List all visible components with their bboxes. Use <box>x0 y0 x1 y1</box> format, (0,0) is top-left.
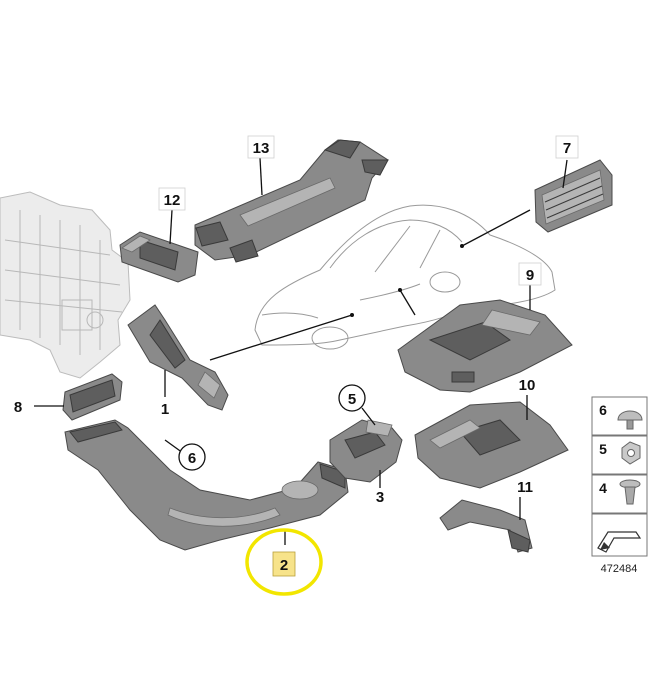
part-label-6[interactable]: 6 <box>178 443 206 471</box>
part-number-2: 2 <box>280 557 288 574</box>
part-7-vent-grille[interactable] <box>534 159 613 233</box>
part-12-small-duct[interactable] <box>119 231 199 283</box>
part-label-10[interactable]: 10 <box>519 377 536 394</box>
hvac-housing-ghost <box>0 191 131 379</box>
expanding-rivet-icon <box>619 479 641 505</box>
part-label-11[interactable]: 11 <box>517 479 533 496</box>
part-number-9: 9 <box>526 267 534 284</box>
part-number-12: 12 <box>164 192 181 209</box>
part-13-center-duct[interactable] <box>194 139 389 263</box>
part-3-bracket[interactable] <box>329 419 403 483</box>
part-label-2[interactable]: 2 <box>245 528 323 596</box>
part-number-3: 3 <box>376 489 384 506</box>
part-label-13[interactable]: 13 <box>247 135 275 159</box>
part-number-11: 11 <box>517 479 533 496</box>
legend-number-4: 4 <box>599 480 607 496</box>
part-8-grille[interactable] <box>62 373 123 421</box>
part-label-5[interactable]: 5 <box>338 384 366 412</box>
part-label-3[interactable]: 3 <box>376 489 384 506</box>
part-number-7: 7 <box>563 140 571 157</box>
part-label-8[interactable]: 8 <box>14 399 22 416</box>
part-label-7[interactable]: 7 <box>555 135 579 159</box>
push-clip-icon <box>617 410 643 430</box>
legend-number-6: 6 <box>599 402 607 418</box>
part-label-1[interactable]: 1 <box>161 401 169 418</box>
part-number-8: 8 <box>14 399 22 416</box>
part-number-10: 10 <box>519 377 536 394</box>
part-label-12[interactable]: 12 <box>158 187 186 211</box>
part-10-bracket-panel[interactable] <box>414 401 569 489</box>
part-number-13: 13 <box>253 140 270 157</box>
arrow-direction-icon <box>597 531 642 553</box>
part-number-1: 1 <box>161 401 169 418</box>
part-number-6: 6 <box>188 450 196 467</box>
part-1-angled-duct[interactable] <box>127 304 229 411</box>
hex-nut-icon <box>621 441 641 465</box>
part-number-5: 5 <box>348 391 356 408</box>
car-outline-ghost <box>254 204 556 350</box>
reference-number: 472484 <box>601 563 638 575</box>
part-2-floor-duct[interactable] <box>64 419 349 551</box>
part-9-floor-panel[interactable] <box>397 299 573 393</box>
legend-number-5: 5 <box>599 441 607 457</box>
part-11-small-bracket[interactable] <box>439 499 533 553</box>
callout-lines <box>34 157 568 545</box>
highlight-circle <box>245 528 323 596</box>
part-label-9[interactable]: 9 <box>518 262 542 286</box>
fastener-legend: 6 5 4 472484 <box>591 396 648 575</box>
